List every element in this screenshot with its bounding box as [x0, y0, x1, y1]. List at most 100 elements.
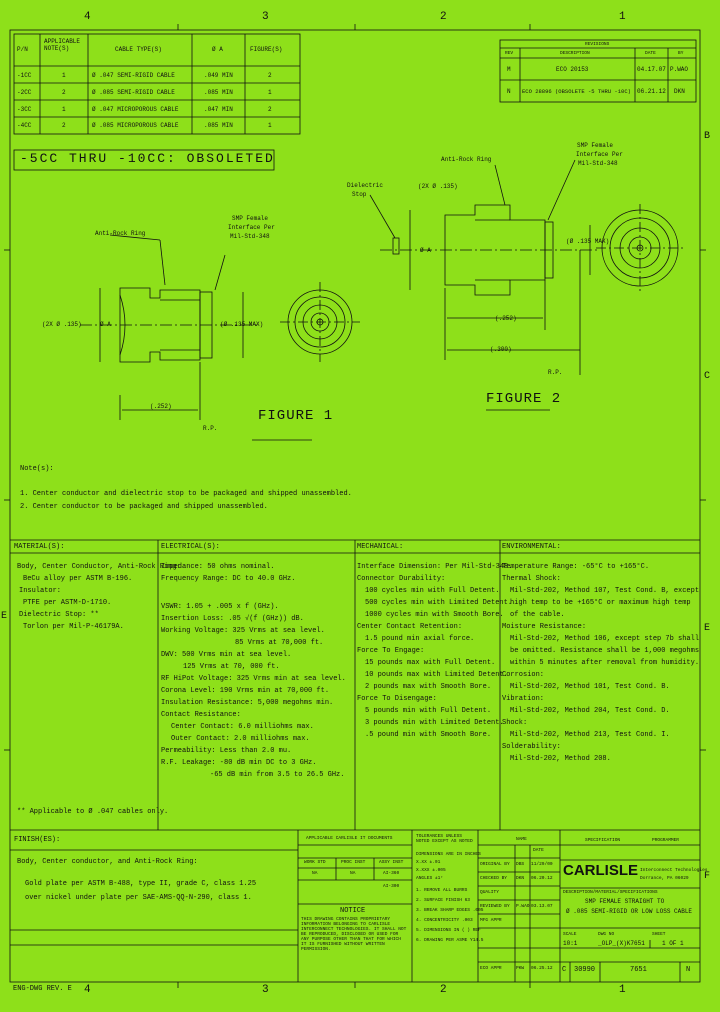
figure-2-label: FIGURE 2 — [486, 391, 562, 407]
electrical-line: RF HiPot Voltage: 325 Vrms min at sea le… — [161, 675, 346, 683]
mechanical-line: 500 cycles min with Limited Detent. — [365, 599, 513, 607]
cell: -3CC — [17, 106, 32, 113]
footer-form: ENG-DWG REV. E — [13, 985, 72, 993]
doc-cell: AI-360 — [383, 871, 400, 876]
environmental-line: Mil-Std-202, Method 204, Test Cond. D. — [510, 707, 670, 715]
zone-bottom-4: 4 — [84, 984, 91, 996]
doc-col: WORK STD — [304, 860, 326, 865]
mechanical-line: 3 pounds min with Limited Detent. — [365, 719, 504, 727]
material-line: Body, Center Conductor, Anti-Rock Ring: — [17, 563, 181, 571]
mechanical-line: 5 pounds min with Full Detent. — [365, 707, 492, 715]
electrical-line: Outer Contact: 2.0 milliohms max. — [171, 735, 310, 743]
smp-label: Interface Per — [228, 224, 275, 231]
electrical-line: 125 Vrms at 70, 000 ft. — [183, 663, 280, 671]
signoff-date: 06.20.12 — [531, 876, 553, 881]
description-label: DESCRIPTION/MATERIAL/SPECIFICATIONS — [563, 890, 658, 895]
rev-col: DESCRIPTION — [560, 51, 590, 56]
environmental-line: Thermal Shock: — [502, 575, 561, 583]
doc-col: PROC INST — [341, 860, 366, 865]
material-line: BeCu alloy per ASTM B-196. — [23, 575, 133, 583]
tol-line: 5. DIMENSIONS IN ( ) REF — [416, 928, 481, 933]
smp-label: Mil-Std-348 — [578, 160, 618, 167]
environmental-line: within 5 minutes after removal from humi… — [510, 659, 700, 667]
anti-rock-label: Anti-Rock Ring — [95, 230, 146, 237]
electrical-line: 85 Vrms at 70,000 ft. — [235, 639, 324, 647]
dim-dia: (2X Ø .135) — [42, 321, 82, 328]
scale-label: SCALE — [563, 932, 577, 937]
environmental-line: Vibration: — [502, 695, 545, 703]
smp-label: Interface Per — [576, 151, 623, 158]
mechanical-line: 2 pounds max with Smooth Bore. — [365, 683, 492, 691]
electrical-line: -65 dB min from 3.5 to 26.5 GHz. — [210, 771, 345, 779]
environmental-line: Temperature Range: -65°C to +165°C. — [502, 563, 650, 571]
rev-value: N — [686, 966, 691, 974]
size-value: C — [562, 966, 567, 974]
dim-dia: (2X Ø .135) — [418, 183, 458, 190]
zone-bottom-1: 1 — [619, 984, 626, 996]
obsolete-note: -5CC THRU -10CC: OBSOLETED — [20, 151, 275, 166]
dim-max: (Ø .135 MAX) — [566, 238, 610, 245]
signoff-role: REVIEWED BY — [480, 904, 510, 909]
documents-heading: APPLICABLE CARLISLE IT DOCUMENTS — [306, 836, 393, 841]
rp-label: R.P. — [203, 425, 218, 432]
cell: -1CC — [17, 72, 32, 79]
zone-top-1: 1 — [619, 11, 626, 23]
tol-line: 3. BREAK SHARP EDGES .005 — [416, 908, 484, 913]
finish-line: Body, Center conductor, and Anti-Rock Ri… — [17, 858, 198, 866]
mechanical-line: Center Contact Retention: — [357, 623, 463, 631]
part-value: 7651 — [630, 966, 647, 974]
cell: .085 MIN — [204, 122, 233, 129]
zone-right-b: B — [704, 131, 711, 142]
rev-col: DATE — [645, 51, 656, 56]
notes-heading: Note(s): — [20, 465, 54, 473]
cell: 2 — [268, 72, 272, 79]
dwg-label: DWG NO — [598, 932, 615, 937]
signoff-name: DKN — [516, 876, 525, 881]
sheet-value: 1 OF 1 — [662, 940, 684, 947]
cell: .047 MIN — [204, 106, 233, 113]
dim-a: Ø A — [100, 321, 111, 328]
cage-value: 30990 — [574, 966, 596, 974]
environmental-line: Solderability: — [502, 743, 561, 751]
rev-cell: P.WAO — [670, 66, 689, 73]
environmental-line: Mil-Std-202, Method 213, Test Cond. I. — [510, 731, 670, 739]
signoff-name: DBS — [516, 862, 525, 867]
cell: 1 — [268, 89, 272, 96]
cell: Ø .047 MICROPOROUS CABLE — [92, 106, 179, 113]
environmental-line: Shock: — [502, 719, 528, 727]
material-line: Torlon per Mil-P-46179A. — [23, 623, 124, 631]
smp-label: SMP Female — [232, 215, 269, 222]
rp-label: R.P. — [548, 369, 563, 376]
rev-cell: 04.17.07 — [637, 66, 666, 73]
dwg-value: _OLP_(X)K7651 — [598, 940, 645, 947]
tol-line: X.XXX ±.005 — [416, 868, 446, 873]
tolerances-heading: TOLERANCES UNLESS NOTED EXCEPT AS NOTED — [416, 834, 473, 844]
col-dia: Ø A — [212, 46, 223, 53]
environmental-line: Corrosion: — [502, 671, 545, 679]
electrical-line: Frequency Range: DC to 40.0 GHz. — [161, 575, 296, 583]
company-sub: Dorrance, PA 06029 — [640, 876, 689, 881]
title-line: Ø .085 SEMI-RIGID OR LOW LOSS CABLE — [566, 908, 693, 915]
programmer-label: PROGRAMMER — [652, 838, 680, 843]
dim-len-1: (.252) — [495, 315, 517, 322]
mechanical-line: Force To Disengage: — [357, 695, 437, 703]
cell: .085 MIN — [204, 89, 233, 96]
anti-rock-label: Anti-Rock Ring — [441, 156, 492, 163]
mechanical-line: .5 pound min with Smooth Bore. — [365, 731, 492, 739]
signoff-name: P.WAO — [516, 904, 530, 909]
dielectric-label: Dielectric — [347, 182, 384, 189]
environmental-line: Mil-Std-202, Method 107, Test Cond. B, e… — [510, 587, 700, 595]
finish-line: over nickel under plate per SAE-AMS-QQ-N… — [25, 894, 252, 902]
signoff-role: MFG APPR — [480, 918, 502, 923]
tol-line: 6. DRAWING PER ASME Y14.5 — [416, 938, 484, 943]
dim-len: (.252) — [150, 403, 172, 410]
zone-right-f: F — [704, 871, 711, 882]
notice-heading: NOTICE — [340, 907, 366, 915]
zone-top-3: 3 — [262, 11, 269, 23]
doc-cell: NA — [312, 871, 318, 876]
material-line: PTFE per ASTM-D-1710. — [23, 599, 112, 607]
scale-value: 10:1 — [563, 940, 578, 947]
mechanical-line: Interface Dimension: Per Mil-Std-348. — [357, 563, 513, 571]
environmental-line: Mil-Std-202, Method 101, Test Cond. B. — [510, 683, 670, 691]
